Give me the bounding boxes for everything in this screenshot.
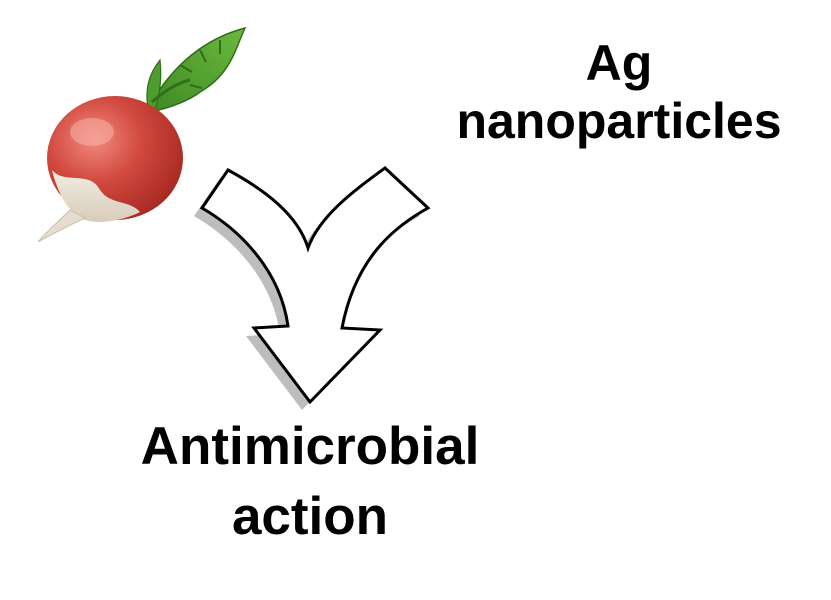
- output-label-line1: Antimicrobial: [140, 417, 480, 476]
- radish-icon: [30, 20, 255, 250]
- ag-nanoparticles-label: Ag nanoparticles: [410, 38, 828, 146]
- antimicrobial-action-label: Antimicrobial action: [100, 420, 520, 543]
- output-label-line2: action: [231, 487, 389, 546]
- ag-label-line2: nanoparticles: [456, 93, 782, 149]
- ag-label-line1: Ag: [585, 35, 653, 91]
- merge-arrow-icon: [180, 150, 440, 410]
